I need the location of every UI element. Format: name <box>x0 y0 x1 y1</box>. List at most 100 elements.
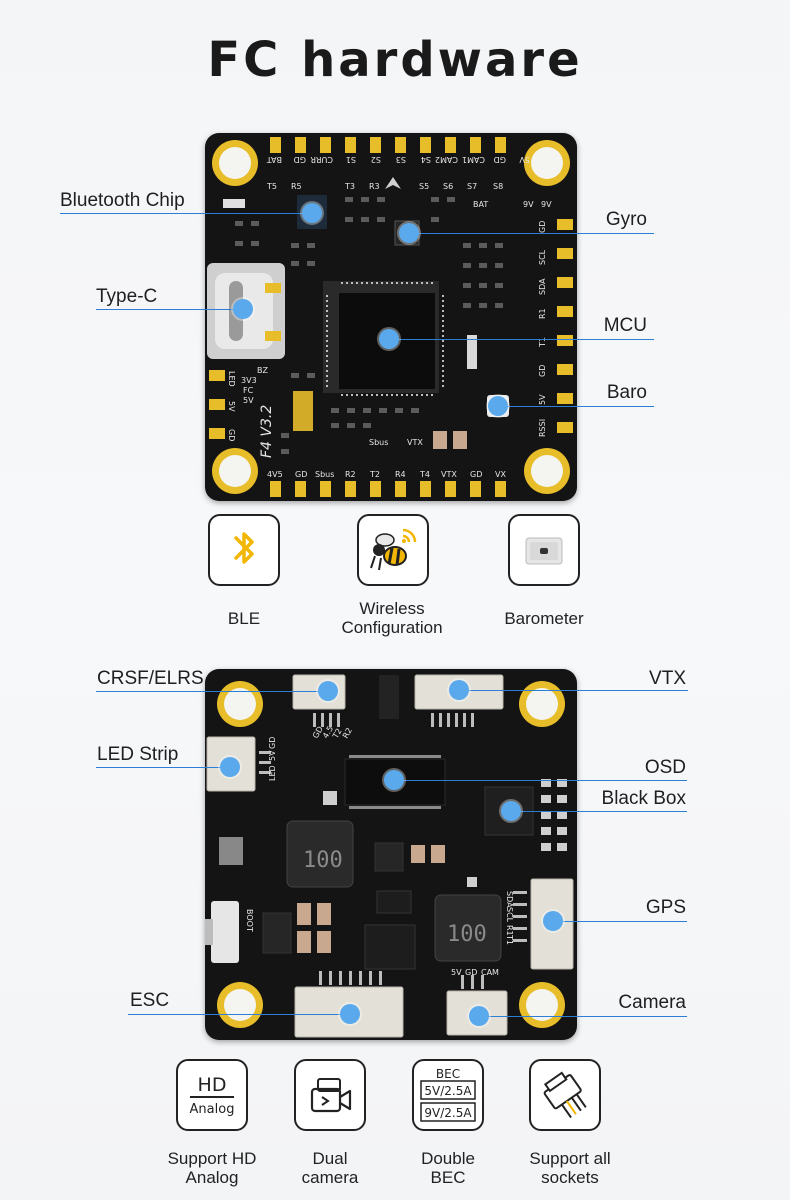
test-pads <box>323 779 567 887</box>
label-camera: Camera <box>618 992 686 1013</box>
silk-label: 5V <box>243 396 254 405</box>
silk-label: CAM <box>481 968 499 977</box>
silk-label: S7 <box>467 182 477 191</box>
pad-label: S3 <box>396 155 406 164</box>
pad-label: T2 <box>369 470 380 479</box>
regulator-chip <box>364 924 416 970</box>
label-led-strip: LED Strip <box>97 744 179 765</box>
mount-hole <box>212 140 258 186</box>
transistor <box>379 675 399 719</box>
silk-label: S8 <box>493 182 503 191</box>
diode <box>376 890 412 914</box>
silk-label: R5 <box>291 182 302 191</box>
bottom-flight-controller-board: 100 100 GD <box>205 669 577 1040</box>
top-board-graphic: T5 R5 T3 R3 S5 S6 S7 S8 BAT 9V 9V 3V3 FC… <box>207 137 573 497</box>
pad-label: R2 <box>345 470 356 479</box>
feature-label-hd-analog: Support HD Analog <box>152 1149 272 1187</box>
silk-label: GD <box>268 737 277 749</box>
bottom-solder-pads <box>270 481 506 497</box>
label-type-c: Type-C <box>96 286 158 307</box>
camera-switch-icon <box>310 1078 352 1113</box>
silk-label: 9V <box>523 200 534 209</box>
pad-label: S2 <box>371 155 381 164</box>
silk-label: S6 <box>443 182 453 191</box>
pad-label: T1 <box>538 337 547 348</box>
callout-line-esc <box>128 1014 350 1015</box>
tantalum-caps <box>433 431 467 449</box>
pad-label: T4 <box>419 470 430 479</box>
pad-label: VTX <box>441 470 457 479</box>
pad-label: R4 <box>395 470 406 479</box>
hd-analog-feature-tile: HD Analog <box>176 1059 248 1131</box>
pad-label: BAT <box>267 155 282 164</box>
pad-label: 5V <box>227 401 236 412</box>
callout-line-black-box <box>510 811 687 812</box>
silk-label: 9V <box>541 200 552 209</box>
inductor-marking: 100 <box>447 922 487 947</box>
pad-label: S4 <box>421 155 431 164</box>
boot-button-actuator <box>205 919 213 945</box>
bottom-board-graphic: 100 100 GD <box>205 674 574 1038</box>
silk-label: 5V <box>451 968 462 977</box>
top-solder-pads <box>270 137 506 153</box>
callout-dot-esc <box>340 1004 360 1024</box>
silk-label: FC <box>243 386 254 395</box>
mosfet <box>262 912 292 954</box>
callout-dot-mcu <box>379 329 399 349</box>
crystal <box>467 335 477 369</box>
bec-text: BEC <box>436 1067 460 1081</box>
mount-hole <box>212 448 258 494</box>
ble-feature-tile <box>208 514 280 586</box>
marker-pad <box>293 391 313 431</box>
feature-label-line: Wireless <box>359 599 425 618</box>
mount-hole <box>217 982 263 1028</box>
osd-pins <box>349 755 441 809</box>
bee-wireless-icon <box>370 528 417 571</box>
inductor-marking: 100 <box>303 848 343 873</box>
pad-label: Sbus <box>315 470 334 479</box>
bec-5v-text: 5V/2.5A <box>424 1084 472 1098</box>
mount-hole <box>217 681 263 727</box>
silk-label: LED <box>268 765 277 781</box>
label-esc: ESC <box>130 990 170 1011</box>
silk-label: BAT <box>473 200 488 209</box>
label-bluetooth-chip: Bluetooth Chip <box>60 190 185 211</box>
pad-label: GD <box>294 155 306 164</box>
pad-label: R1 <box>538 308 547 319</box>
callout-line-gps <box>553 921 687 922</box>
callout-dot-bluetooth <box>302 203 322 223</box>
callout-dot-crsf <box>318 681 338 701</box>
label-osd: OSD <box>644 757 686 778</box>
pad-label: GD <box>227 429 236 441</box>
pad-label: SCL <box>538 249 547 265</box>
callout-line-crsf <box>96 691 328 692</box>
pad-label: GD <box>295 470 307 479</box>
silk-label: T3 <box>344 182 355 191</box>
pad-label: SDA <box>538 278 547 295</box>
barometer-chip-icon <box>525 537 563 565</box>
feature-label-dual-camera: Dual camera <box>280 1149 380 1187</box>
analog-text: Analog <box>190 1102 235 1117</box>
top-pad-labels: BAT GD CURR S1 S2 S3 S4 CAM2 CAM1 GD 5V <box>267 155 530 164</box>
feature-label-line: Configuration <box>341 618 443 637</box>
mount-hole <box>519 982 565 1028</box>
callout-dot-gps <box>543 911 563 931</box>
silk-label: Sbus <box>369 438 388 447</box>
brand-logo-icon <box>385 177 401 189</box>
connector-pins <box>259 713 527 989</box>
silk-label: SDA <box>505 891 514 908</box>
pad-label: S1 <box>346 155 356 164</box>
callout-dot-led-strip <box>220 757 240 777</box>
silk-label: R1 <box>505 925 514 936</box>
feature-label-line: Barometer <box>504 609 584 628</box>
boot-button <box>211 901 239 963</box>
callout-dot-black-box <box>501 801 521 821</box>
hd-analog-icon: HD Analog <box>190 1074 235 1117</box>
callout-dot-osd <box>384 770 404 790</box>
feature-label-line: Double <box>421 1149 475 1168</box>
page-title: FC hardware <box>207 32 583 88</box>
callout-dot-gyro <box>399 223 419 243</box>
led-indicator <box>219 837 243 865</box>
callout-line-gyro <box>408 233 654 234</box>
callout-line-vtx <box>458 690 688 691</box>
